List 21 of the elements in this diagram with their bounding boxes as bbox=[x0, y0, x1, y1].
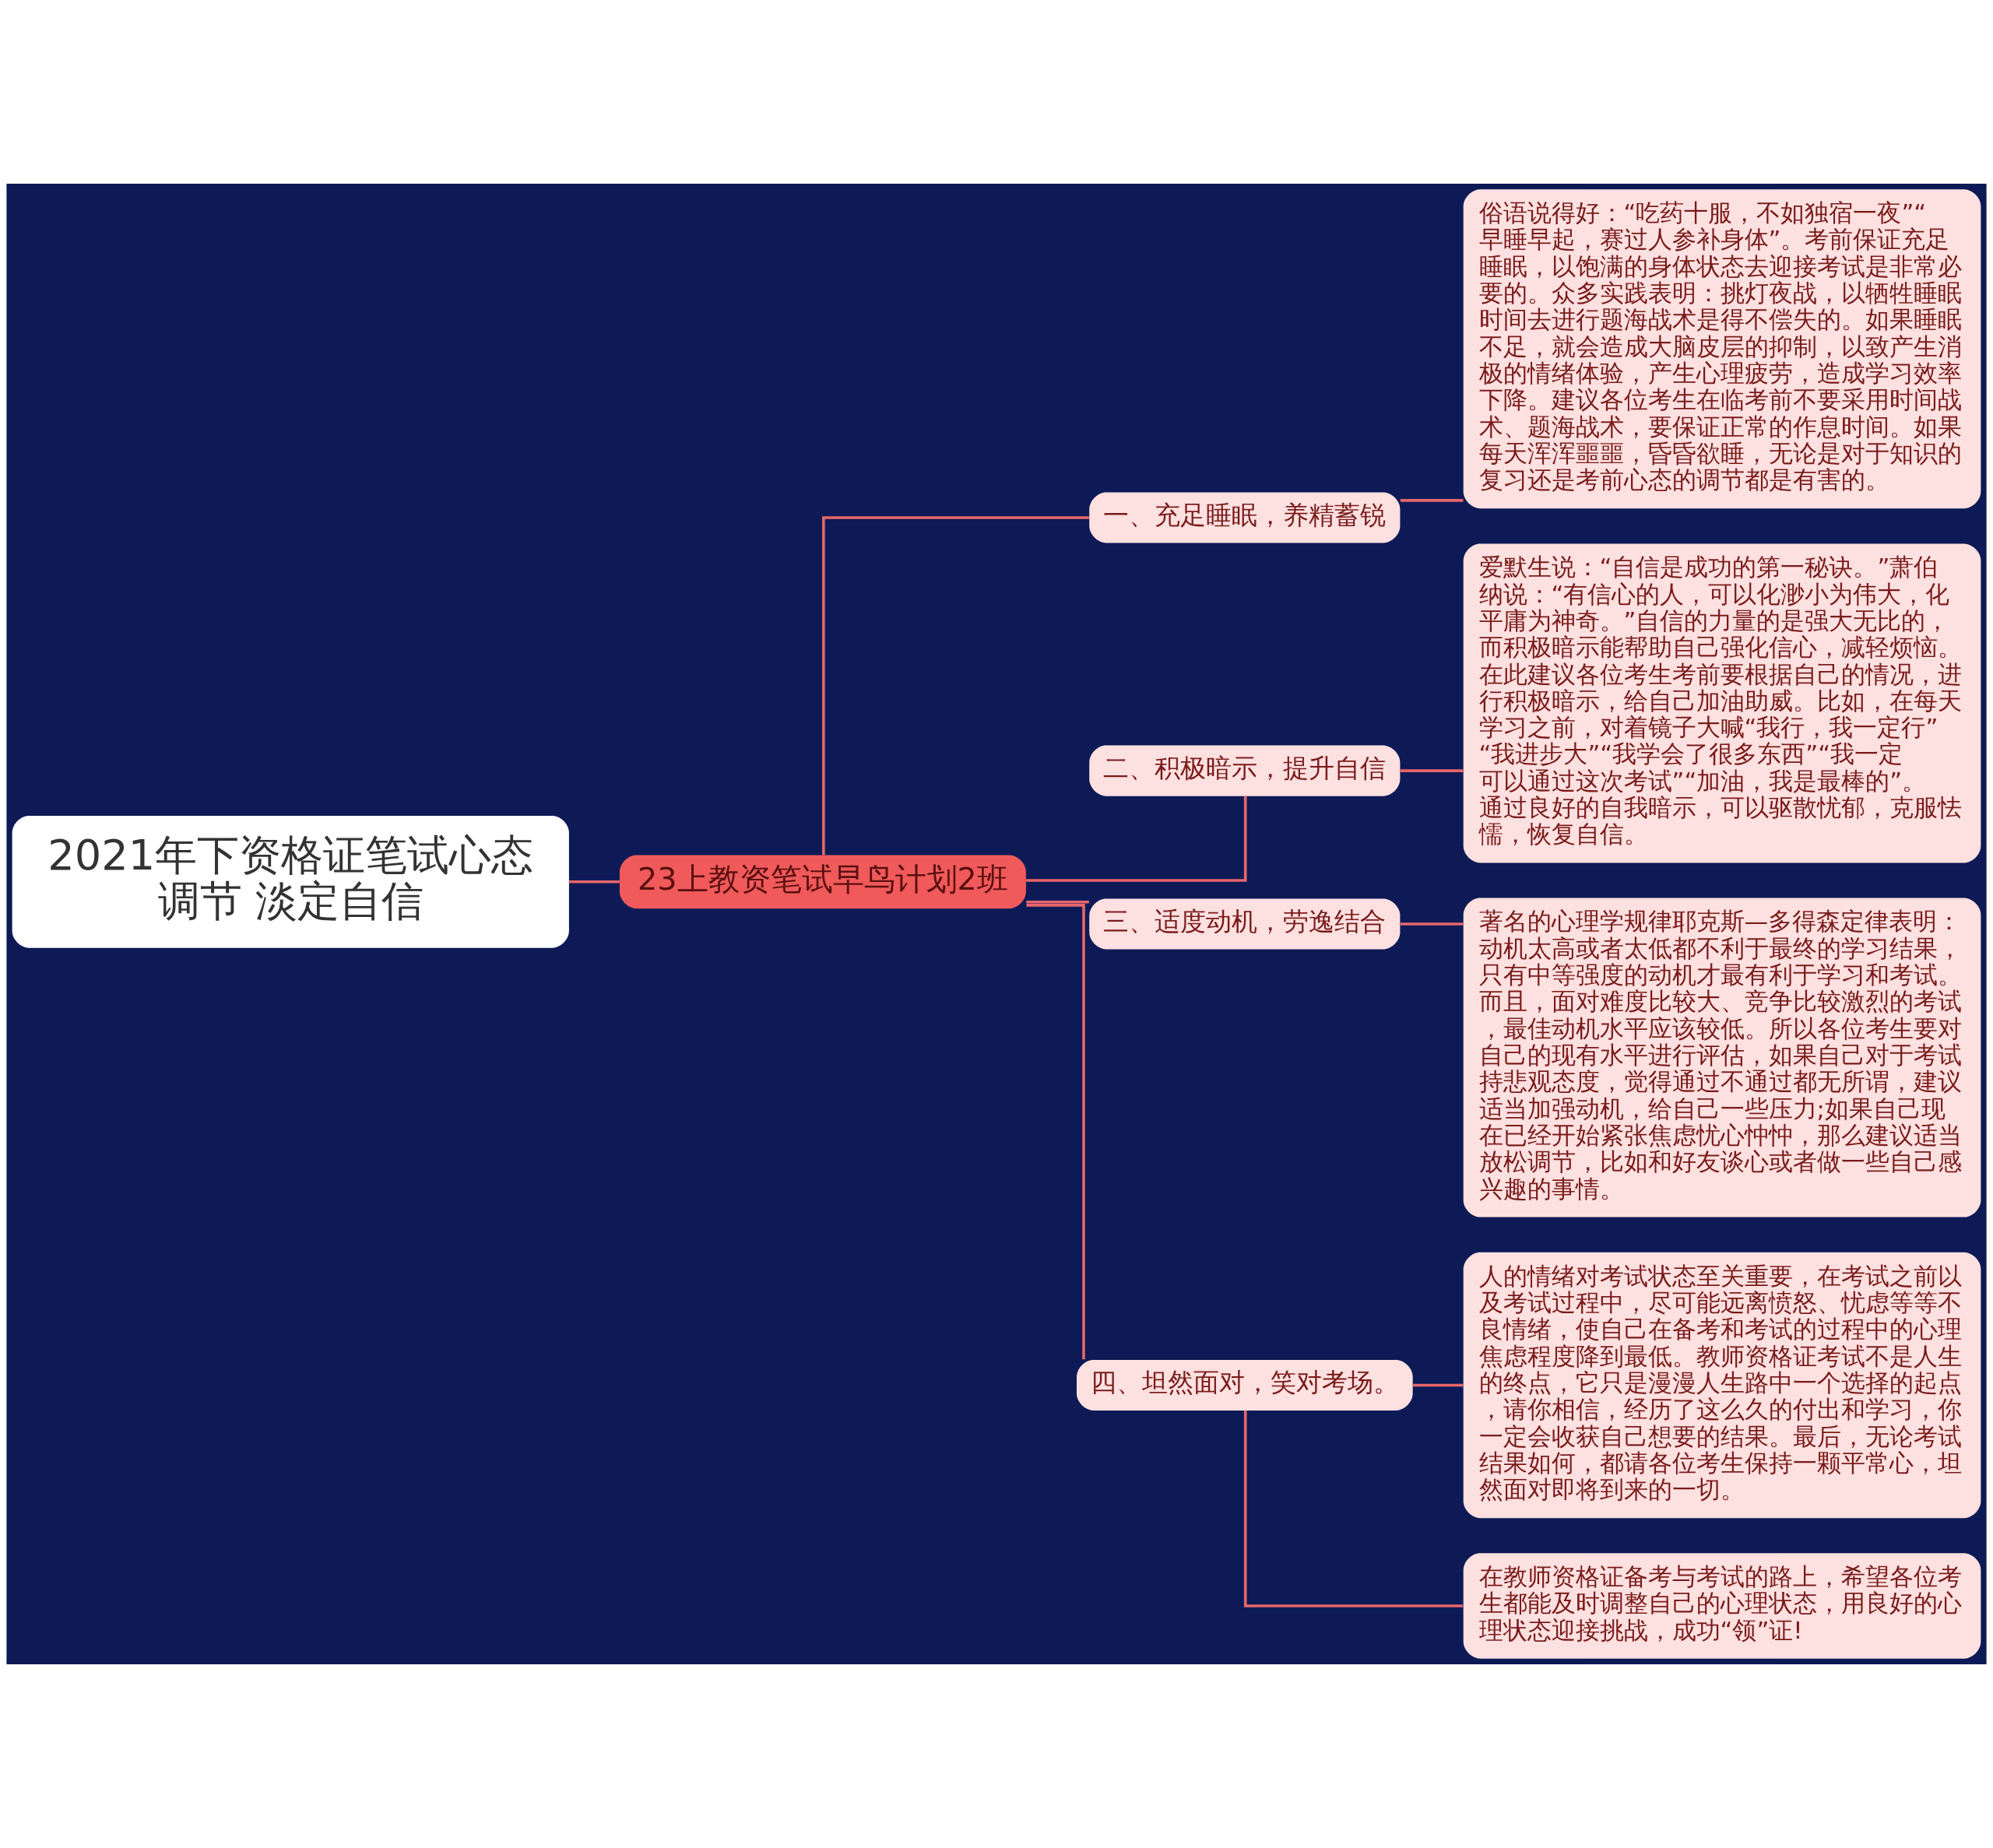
node-box: 一、充足睡眠，养精蓄锐 bbox=[1089, 492, 1401, 543]
node-box: 四、坦然面对，笑对考场。 bbox=[1076, 1359, 1413, 1411]
node-box: 2021年下资格证笔试心态调节 淡定自信 bbox=[12, 815, 569, 948]
node-box: 在教师资格证备考与考试的路上，希望各位考生都能及时调整自己的心理状态，用良好的心理状态迎接挑战，成功“领”证! bbox=[1463, 1553, 1981, 1659]
connector bbox=[569, 880, 620, 884]
node-box: 人的情绪对考试状态至关重要，在考试之前以及考试过程中，尽可能远离愤怒、忧虑等等不良情绪，使自己在备考和考试的过程中的心理焦虑程度降到最低。教师资格证考试不是人生的终点，它只是漫漫人生路中一个选择的起点，请你相信，经历了这么久的付出和学习，你一定会收获自己想要的结果。最后，无论考试结果如何，都请各位考生保持一颗平常心，坦然面对即将到来的一切。 bbox=[1463, 1252, 1981, 1519]
node-box: 爱默生说：“自信是成功的第一秘诀。”萧伯纳说：“有信心的人，可以化渺小为伟大，化平庸为神奇。”自信的力量的是强大无比的，而积极暗示能帮助自己强化信心，减轻烦恼。在此建议各位考生考前要根据自己的情况，进行积极暗示，给自己加油助威。比如，在每天学习之前，对着镜子大喊“我行，我一定行”“我进步大”“我学会了很多东西”“我一定可以通过这次考试”“加油，我是最棒的”。通过良好的自我暗示，可以驱散忧郁，克服怯懦，恢复自信。 bbox=[1463, 543, 1981, 863]
node-box: 著名的心理学规律耶克斯—多得森定律表明：动机太高或者太低都不利于最终的学习结果，只有中等强度的动机才最有利于学习和考试。而且，面对难度比较大、竞争比较激烈的考试，最佳动机水平应该较低。所以各位考生要对自己的现有水平进行评估，如果自己对于考试持悲观态度，觉得通过不通过都无所谓，建议适当加强动机，给自己一些压力;如果自己现在已经开始紧张焦虑忧心忡忡，那么建议适当放松调节，比如和好友谈心或者做一些自己感兴趣的事情。 bbox=[1463, 898, 1981, 1217]
connector bbox=[1243, 1411, 1463, 1607]
node-box: 俗语说得好：“吃药十服，不如独宿一夜”“早睡早起，赛过人参补身体”。考前保证充足睡眠，以饱满的身体状态去迎接考试是非常必要的。众多实践表明：挑灯夜战，以牺牲睡眠时间去进行题海战术是得不偿失的。如果睡眠不足，就会造成大脑皮层的抑制，以致产生消极的情绪体验，产生心理疲劳，造成学习效率下降。建议各位考生在临考前不要采用时间战术、题海战术，要保证正常的作息时间。如果每天浑浑噩噩，昏昏欲睡，无论是对于知识的复习还是考前心态的调节都是有害的。 bbox=[1463, 189, 1981, 509]
connector bbox=[1026, 900, 1089, 904]
connector bbox=[1026, 796, 1247, 882]
connector bbox=[1400, 499, 1464, 502]
connector bbox=[822, 516, 1089, 855]
connector bbox=[1413, 1383, 1464, 1387]
connector bbox=[1400, 769, 1464, 772]
connector bbox=[1400, 922, 1464, 926]
node-box: 23上教资笔试早鸟计划2班 bbox=[619, 855, 1026, 909]
connector bbox=[1026, 904, 1085, 1360]
node-box: 二、积极暗示，提升自信 bbox=[1089, 745, 1401, 796]
node-box: 三、适度动机，劳逸结合 bbox=[1089, 898, 1401, 950]
